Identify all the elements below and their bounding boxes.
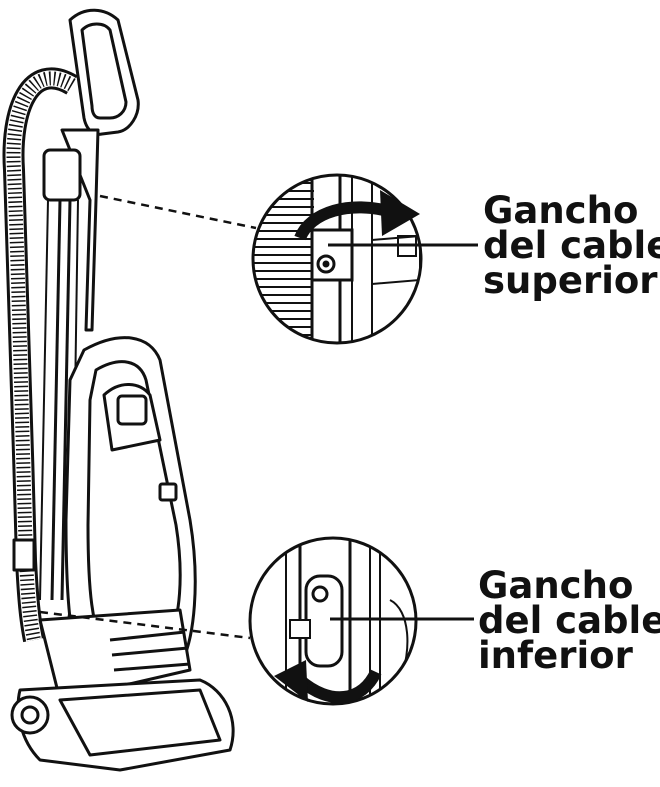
label-upper-line-1: Gancho: [483, 189, 639, 232]
zoom-circle-lower: [248, 536, 474, 706]
label-upper-line-3: superior: [483, 259, 658, 302]
label-lower-line-1: Gancho: [478, 564, 634, 607]
label-lower-cable-hook: Gancho del cable inferior: [478, 564, 660, 677]
leader-line-upper: [99, 194, 257, 230]
curved-arrow-left-icon: [296, 669, 382, 704]
label-lower-line-2: del cable: [478, 599, 660, 642]
zoom-circle-upper: [251, 173, 478, 345]
wand-tube: [60, 128, 100, 332]
label-upper-line-2: del cable: [483, 224, 660, 267]
curved-arrow-right-icon: [294, 201, 394, 241]
vacuum-cleaner: [2, 8, 235, 772]
leader-line-lower: [39, 610, 251, 640]
label-lower-line-3: inferior: [478, 634, 633, 677]
label-upper-cable-hook: Gancho del cable superior: [483, 189, 660, 302]
